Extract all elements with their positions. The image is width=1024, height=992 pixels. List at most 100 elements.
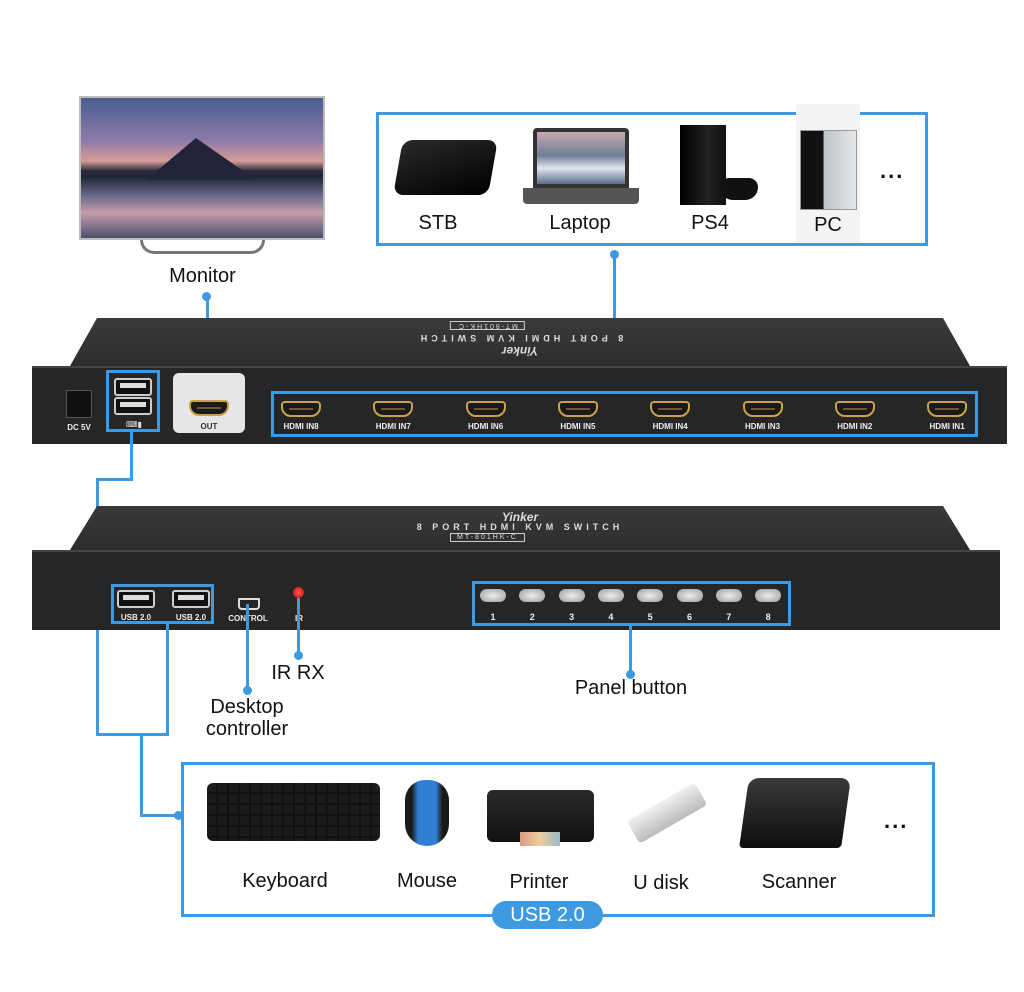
- hdmi-input-port: [281, 401, 321, 417]
- usb-2-0-badge: USB 2.0: [492, 901, 603, 929]
- hdmi-input-port: [373, 401, 414, 417]
- hdmi-input-label: HDMI IN8: [283, 422, 319, 431]
- usb-port: [114, 397, 152, 415]
- front-product-name: 8 PORT HDMI KVM SWITCH: [416, 522, 624, 532]
- desktop-controller-label: Desktop controller: [205, 696, 289, 740]
- laptop-base: [523, 188, 639, 204]
- panel-button-2[interactable]: [519, 589, 546, 602]
- panel-button-number: 5: [647, 612, 653, 622]
- hdmi-out-label: OUT: [200, 422, 218, 431]
- connector-dot: [243, 686, 252, 695]
- front-usb-group: [111, 584, 214, 624]
- source-device-label: PS4: [691, 212, 729, 234]
- hdmi-input-port: [650, 401, 691, 417]
- game-console-icon: [680, 125, 726, 205]
- usb-merge-line: [96, 733, 169, 736]
- connector-dot: [626, 670, 635, 679]
- laptop-icon: [533, 128, 629, 188]
- panel-button-number: 8: [765, 612, 771, 622]
- gamepad-icon: [720, 178, 758, 200]
- hdmi-input-label: HDMI IN3: [744, 422, 781, 431]
- usb-port-label: USB 2.0: [175, 613, 207, 622]
- monitor-stand: [140, 240, 265, 254]
- rear-model-badge: MT-801HK-C: [450, 321, 525, 330]
- usb-device-label: U disk: [633, 872, 689, 894]
- panel-button-label: Panel button: [574, 677, 688, 699]
- hdmi-input-label: HDMI IN1: [929, 422, 965, 431]
- source-device-label: PC: [814, 214, 842, 236]
- more-devices-ellipsis: ...: [880, 158, 905, 183]
- desktop-tower-icon: [800, 130, 857, 210]
- hdmi-input-label: HDMI IN7: [375, 422, 411, 431]
- rear-brand-logo: Yinker: [501, 344, 539, 358]
- usb-device-label: Keyboard: [242, 870, 328, 892]
- more-usb-devices-ellipsis: ...: [884, 808, 909, 833]
- source-device-label: STB: [418, 212, 458, 234]
- usb-port-label: USB 2.0: [120, 613, 152, 622]
- rear-unit-top: [70, 318, 970, 366]
- usb-port: [172, 590, 210, 608]
- hdmi-input-port: [465, 401, 506, 417]
- panel-button-3[interactable]: [558, 589, 585, 602]
- usb-port: [114, 378, 152, 396]
- hdmi-out-port: [189, 400, 229, 416]
- mini-usb-control-port: [238, 598, 260, 610]
- scanner-icon: [739, 778, 851, 848]
- mouse-icon: [405, 780, 449, 846]
- ir-receiver-led: [293, 587, 304, 598]
- panel-button-5[interactable]: [637, 589, 664, 602]
- panel-button-connector-line: [629, 626, 632, 674]
- control-connector-line: [246, 604, 249, 690]
- hdmi-input-label: HDMI IN4: [652, 422, 688, 431]
- front-brand-logo: Yinker: [501, 510, 539, 524]
- rear-product-name: 8 PORT HDMI KVM SWITCH: [416, 333, 624, 343]
- usb-port: [117, 590, 155, 608]
- monitor-image: [79, 96, 325, 240]
- panel-button-number: 6: [686, 612, 692, 622]
- panel-button-8[interactable]: [755, 589, 782, 602]
- panel-button-6[interactable]: [676, 589, 703, 602]
- usb-merge-line: [140, 814, 180, 817]
- source-device-label: Laptop: [549, 212, 611, 234]
- hdmi-input-label: HDMI IN5: [560, 422, 596, 431]
- panel-button-number: 1: [490, 612, 496, 622]
- front-unit-top: [70, 506, 970, 550]
- hdmi-input-port: [927, 401, 968, 417]
- rear-usb-connector-line: [130, 432, 133, 480]
- keyboard-icon: [207, 783, 380, 841]
- hdmi-inputs-group: [271, 391, 978, 437]
- usb-device-label: Mouse: [396, 870, 458, 892]
- dc-power-label: DC 5V: [67, 423, 91, 432]
- panel-button-number: 4: [608, 612, 614, 622]
- panel-buttons-group: [472, 581, 791, 626]
- panel-button-7[interactable]: [715, 589, 742, 602]
- usb-merge-line: [140, 733, 143, 817]
- dc-power-jack: [66, 390, 92, 418]
- mountain-graphic: [146, 138, 256, 180]
- panel-button-4[interactable]: [597, 589, 624, 602]
- usb-device-label: Scanner: [761, 871, 837, 893]
- hdmi-input-port: [557, 401, 598, 417]
- connector-dot: [174, 811, 183, 820]
- hdmi-input-port: [742, 401, 783, 417]
- rear-usb-connector-line: [96, 478, 133, 481]
- ir-rx-label: IR RX: [271, 662, 325, 684]
- ir-connector-line: [297, 598, 300, 656]
- panel-button-number: 2: [529, 612, 535, 622]
- monitor-label: Monitor: [169, 265, 236, 287]
- front-model-badge: MT-801HK-C: [450, 533, 525, 542]
- hdmi-input-port: [834, 401, 875, 417]
- set-top-box-icon: [393, 140, 498, 195]
- printer-paper: [520, 832, 560, 846]
- hdmi-input-label: HDMI IN6: [468, 422, 504, 431]
- source-devices-group: [376, 112, 928, 246]
- keyboard-mouse-icon: ⌨▮: [126, 420, 142, 429]
- front-usb-connector-line: [166, 624, 169, 736]
- panel-button-1[interactable]: [480, 589, 506, 602]
- hdmi-input-label: HDMI IN2: [837, 422, 873, 431]
- panel-button-number: 3: [569, 612, 575, 622]
- connector-dot: [294, 651, 303, 660]
- usb-device-label: Printer: [509, 871, 569, 893]
- panel-button-number: 7: [726, 612, 732, 622]
- rear-usb-group: [106, 370, 160, 432]
